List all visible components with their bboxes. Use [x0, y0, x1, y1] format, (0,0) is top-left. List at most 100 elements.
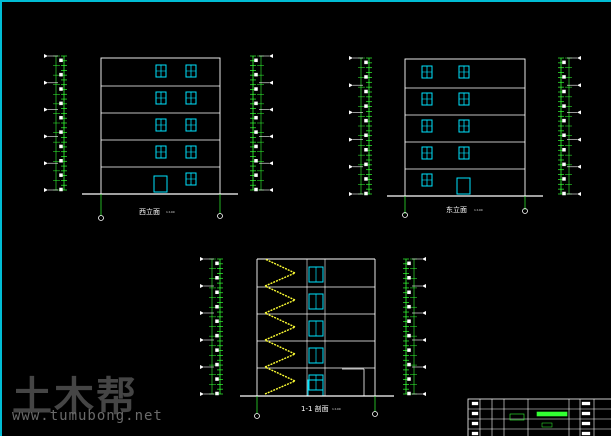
title-block-cell-text: [471, 401, 479, 406]
west-elevation-title: 西立面: [139, 208, 160, 216]
dim-text-mark: [407, 333, 411, 338]
dim-text-mark: [562, 104, 566, 108]
dim-text-mark: [364, 191, 368, 196]
level-mark: [349, 110, 353, 115]
level-mark: [577, 56, 581, 60]
dim-text-mark: [407, 261, 411, 266]
title-block-cell-text: [581, 401, 591, 406]
west-axis-bubble: [217, 213, 223, 219]
dim-text-mark: [215, 391, 219, 396]
title-block-cell-text: [581, 411, 591, 416]
dim-text-mark: [254, 159, 258, 163]
level-mark: [200, 284, 204, 288]
east-door: [456, 177, 471, 195]
level-mark: [422, 338, 426, 342]
section-door: [307, 379, 324, 397]
dim-text-mark: [364, 133, 368, 137]
dim-text-mark: [562, 133, 566, 137]
level-mark: [422, 365, 426, 369]
dim-text-mark: [59, 72, 63, 77]
dim-text-mark: [364, 162, 368, 167]
west-building-outline: [100, 57, 221, 195]
stair-flight: [264, 366, 296, 382]
level-mark: [349, 164, 353, 169]
dim-text-mark: [407, 391, 411, 396]
level-mark: [422, 284, 426, 288]
section-scale: 1:100: [332, 407, 341, 411]
dim-text-mark: [215, 304, 219, 309]
dim-text-mark: [215, 362, 219, 367]
stair-flight: [264, 326, 296, 341]
level-mark: [577, 164, 581, 169]
stair-flight: [264, 285, 296, 301]
dim-text-mark: [364, 104, 368, 108]
dim-text-mark: [215, 333, 219, 338]
level-mark: [44, 134, 48, 139]
west-axis-bubble: [98, 215, 104, 221]
level-mark: [44, 54, 48, 58]
level-mark: [200, 338, 204, 342]
east-building-outline: [404, 58, 526, 197]
level-mark: [44, 188, 48, 192]
dim-text-mark: [364, 60, 368, 65]
dim-text-mark: [59, 159, 63, 163]
level-mark: [269, 134, 273, 139]
dim-text-mark: [562, 148, 566, 152]
dim-text-mark: [254, 87, 258, 91]
west-elevation-scale: 1:100: [166, 210, 175, 214]
level-mark: [269, 107, 273, 112]
dim-text-mark: [407, 377, 411, 381]
dim-text-mark: [59, 101, 63, 106]
dim-text-mark: [59, 58, 63, 63]
dim-text-mark: [407, 276, 411, 280]
level-mark: [44, 80, 48, 85]
title-block-logo: [509, 413, 525, 421]
dim-text-mark: [215, 276, 219, 280]
section-axis-bubble: [372, 411, 378, 417]
dim-text-mark: [254, 101, 258, 106]
dim-text-mark: [254, 115, 258, 120]
dim-text-mark: [215, 377, 219, 381]
stair-flight: [264, 339, 296, 355]
dim-text-mark: [254, 187, 258, 192]
level-mark: [422, 392, 426, 396]
stair-flight: [264, 380, 296, 395]
level-mark: [422, 257, 426, 261]
level-mark: [577, 137, 581, 142]
dim-text-mark: [407, 362, 411, 367]
level-mark: [577, 83, 581, 88]
title-block-drawing-no: [541, 422, 553, 428]
watermark-logo: 土木帮: [12, 374, 138, 420]
level-mark: [349, 137, 353, 142]
stair-flight: [264, 312, 296, 328]
title-block-cell-text: [581, 431, 591, 436]
title-block-cell-text: [471, 421, 479, 426]
west-door: [153, 175, 168, 193]
level-mark: [422, 311, 426, 315]
level-mark: [349, 192, 353, 196]
dim-text-mark: [215, 319, 219, 323]
dim-text-mark: [562, 89, 566, 94]
dim-text-mark: [364, 75, 368, 79]
dim-text-mark: [254, 144, 258, 149]
level-mark: [44, 161, 48, 166]
dim-text-mark: [215, 290, 219, 294]
level-mark: [577, 110, 581, 115]
level-mark: [200, 257, 204, 261]
dim-text-mark: [562, 162, 566, 167]
dim-text-mark: [59, 130, 63, 134]
east-axis-bubble: [522, 208, 528, 214]
dim-text-mark: [407, 290, 411, 294]
dim-text-mark: [407, 348, 411, 352]
dim-text-mark: [407, 304, 411, 309]
level-mark: [349, 56, 353, 60]
dim-text-mark: [59, 115, 63, 120]
dim-text-mark: [254, 58, 258, 63]
title-block-cell-text: [471, 431, 479, 436]
watermark-url: www.tumubong.net: [12, 408, 163, 424]
stair-flight: [264, 258, 296, 274]
dim-text-mark: [562, 177, 566, 181]
dim-text-mark: [254, 130, 258, 134]
level-mark: [200, 392, 204, 396]
dim-text-mark: [59, 173, 63, 177]
